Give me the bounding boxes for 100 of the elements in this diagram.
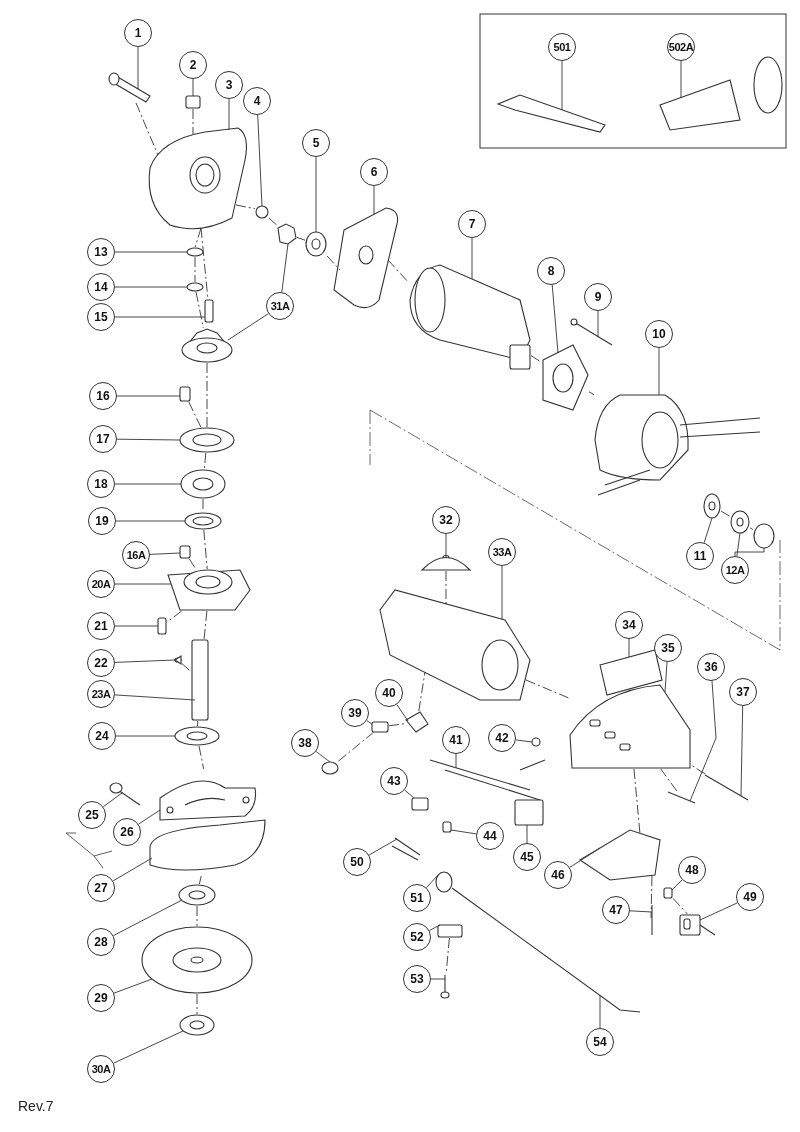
callout-number: 36 [697, 653, 725, 681]
wrench-drawing [496, 94, 606, 133]
leader-line [471, 237, 473, 280]
leader-line [689, 680, 717, 802]
nut-drawing [255, 205, 269, 219]
callout-number: 28 [87, 928, 115, 956]
callout-number: 38 [291, 729, 319, 757]
callout-number: 22 [87, 649, 115, 677]
leader-line [149, 552, 181, 555]
callout-number: 32 [432, 506, 460, 534]
callout-number: 3 [215, 71, 243, 99]
assembly-line [203, 529, 208, 570]
plate-drawing [333, 207, 399, 309]
callout-number: 21 [87, 612, 115, 640]
assembly-line [196, 993, 198, 1015]
callout-number: 7 [458, 210, 486, 238]
assembly-line [181, 663, 192, 673]
leader-line [192, 78, 194, 97]
connector-drawing [442, 821, 452, 833]
callout-number: 15 [87, 303, 115, 331]
screw-drawing [179, 545, 191, 559]
callout-number: 9 [584, 283, 612, 311]
assembly-line [690, 764, 706, 775]
leader-line [227, 313, 269, 341]
leader-line [228, 98, 230, 131]
leader-line [112, 857, 153, 882]
leader-line [114, 483, 182, 485]
callout-number: 49 [736, 883, 764, 911]
leader-line [257, 114, 263, 207]
screw-drawing [663, 887, 673, 899]
bevel-gear-drawing [181, 328, 233, 363]
assembly-line [188, 401, 202, 428]
leader-line [736, 532, 741, 557]
callout-number: 25 [78, 801, 106, 829]
grinding-disc-drawing [141, 926, 253, 994]
leader-line [445, 533, 447, 559]
leader-line [569, 847, 601, 868]
cord-bushing-drawing [435, 871, 453, 893]
ring-drawing [186, 247, 204, 257]
callout-number: 41 [442, 726, 470, 754]
assembly-line [188, 558, 197, 570]
callout-number: 30A [87, 1055, 115, 1083]
callout-number: 11 [686, 542, 714, 570]
assembly-line [530, 355, 543, 364]
callout-number: 18 [87, 470, 115, 498]
leader-line [551, 284, 559, 354]
pinion-drawing [277, 223, 297, 245]
callout-number: 24 [88, 722, 116, 750]
cap-drawing [421, 554, 471, 571]
leader-line [366, 720, 373, 725]
screw-drawing [109, 782, 141, 806]
leader-line [315, 156, 317, 233]
leader-line [740, 705, 744, 797]
callout-number: 13 [87, 238, 115, 266]
terminal-drawing [531, 737, 541, 747]
callout-number: 48 [678, 856, 706, 884]
leader-line [112, 899, 183, 937]
callout-number: 50 [343, 848, 371, 876]
assembly-line [525, 679, 570, 699]
leader-line [368, 838, 398, 856]
leader-line [115, 520, 186, 522]
nut-drawing [179, 1014, 215, 1036]
assembly-line [235, 204, 256, 210]
screw-drawing [179, 386, 191, 402]
leader-line [597, 310, 599, 338]
callout-number: 17 [89, 425, 117, 453]
leader-line [734, 547, 765, 557]
leader-line [664, 661, 668, 693]
callout-number: 16 [89, 382, 117, 410]
assembly-line [198, 745, 205, 770]
leader-line [114, 286, 188, 288]
leader-line [404, 789, 415, 799]
assembly-line [660, 768, 678, 792]
callout-number: 54 [586, 1028, 614, 1056]
callout-number: 16A [122, 541, 150, 569]
assembly-line [166, 610, 183, 623]
leader-line [658, 347, 660, 396]
callout-number: 40 [375, 679, 403, 707]
bearing-drawing [305, 231, 327, 257]
bearing-drawing [180, 469, 226, 499]
callout-number: 19 [88, 507, 116, 535]
side-handle-drawing [659, 56, 783, 131]
callout-number: 43 [380, 767, 408, 795]
leader-line [671, 879, 683, 891]
callout-number: 26 [113, 818, 141, 846]
assembly-line [198, 875, 202, 885]
assembly-line [338, 732, 374, 762]
leader-line [396, 704, 409, 722]
assembly-line [296, 236, 306, 241]
leader-line [455, 753, 457, 769]
callout-number: 51 [403, 884, 431, 912]
callout-number: 27 [87, 874, 115, 902]
spindle-drawing [191, 639, 209, 721]
assembly-line [268, 217, 278, 226]
leader-line [114, 583, 172, 585]
callout-number: 502A [667, 33, 695, 61]
assembly-line [445, 570, 447, 605]
leader-line [102, 792, 123, 808]
wire-ends-drawing [391, 837, 421, 861]
cap-drawing [185, 95, 201, 109]
